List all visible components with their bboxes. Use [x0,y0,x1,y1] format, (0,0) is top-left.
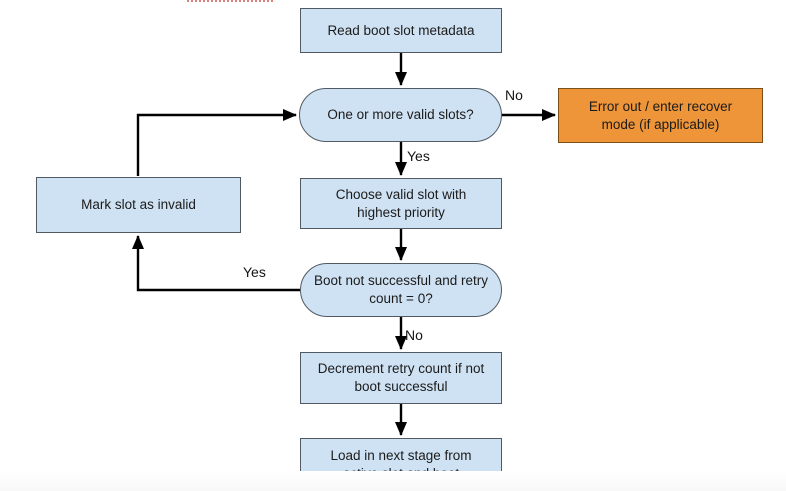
connector-bootcheck-yes-to-mark [132,235,300,292]
red-dotted-marks [187,0,273,2]
node-decrement-retry-count: Decrement retry count if not boot succes… [300,352,502,404]
node-decision-boot-not-successful: Boot not successful and retry count = 0? [300,263,502,317]
edge-label-no-to-error: No [505,87,523,103]
connector-mark-to-valid [136,109,297,176]
edge-label-no-to-decrement: No [405,327,423,343]
edge-label-yes-to-mark-invalid: Yes [243,264,266,280]
node-mark-slot-invalid: Mark slot as invalid [36,177,241,233]
edge-label-yes-to-choose: Yes [407,148,430,164]
page-bottom-shade [0,471,786,491]
node-error-recover-mode: Error out / enter recover mode (if appli… [558,88,763,143]
node-read-boot-slot-metadata: Read boot slot metadata [300,8,502,53]
node-decision-valid-slots: One or more valid slots? [299,88,502,142]
node-choose-valid-slot: Choose valid slot with highest priority [300,178,502,229]
